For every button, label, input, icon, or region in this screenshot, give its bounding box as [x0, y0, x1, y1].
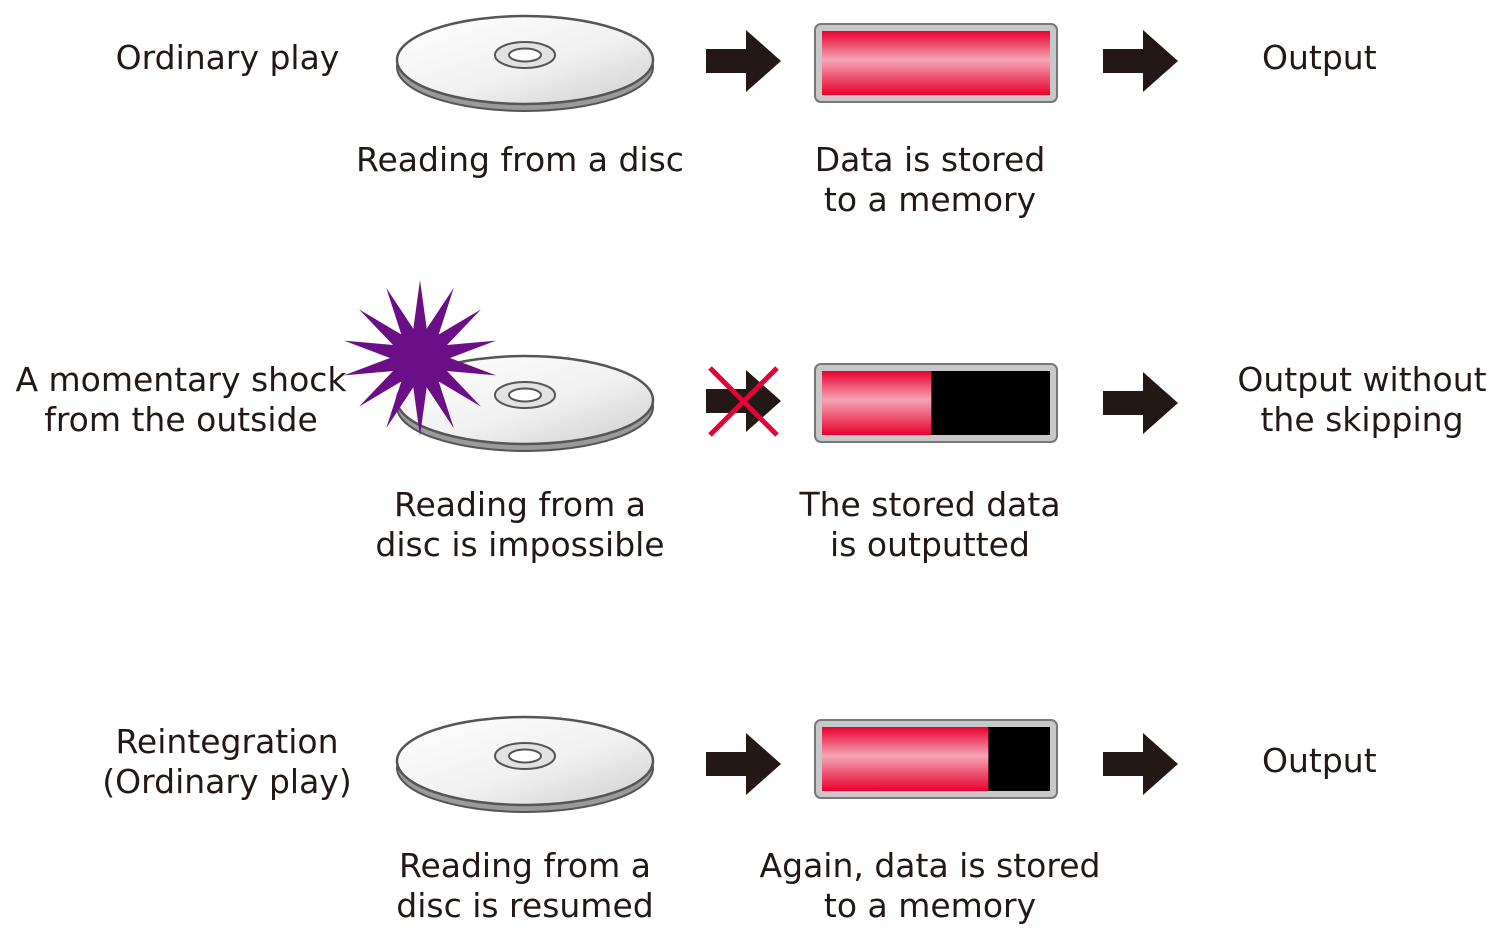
memory-bar-icon	[814, 23, 1058, 103]
stage-label: A momentary shock from the outside	[15, 360, 347, 439]
arrow-right-icon	[1103, 733, 1178, 795]
arrow-right-icon	[706, 30, 781, 92]
arrow-right-icon	[706, 733, 781, 795]
output-label: Output without the skipping	[1237, 360, 1487, 439]
output-label: Output	[1262, 38, 1377, 77]
disc-icon	[395, 354, 655, 452]
shock-burst-icon	[344, 280, 496, 436]
disc-caption: Reading from a disc is resumed	[396, 846, 654, 925]
arrow-right-icon	[1103, 372, 1178, 434]
memory-caption: Data is stored to a memory	[814, 140, 1046, 219]
memory-bar-icon	[814, 719, 1058, 799]
stage-label: Reintegration (Ordinary play)	[102, 722, 352, 801]
disc-icon	[395, 14, 655, 112]
disc-icon	[395, 715, 655, 813]
stage-label: Ordinary play	[115, 38, 340, 77]
memory-bar-icon	[814, 363, 1058, 443]
memory-caption: Again, data is stored to a memory	[759, 846, 1101, 925]
disc-caption: Reading from a disc is impossible	[375, 485, 665, 564]
output-label: Output	[1262, 741, 1377, 780]
cross-icon	[708, 366, 779, 437]
arrow-right-icon	[1103, 30, 1178, 92]
memory-caption: The stored data is outputted	[799, 485, 1061, 564]
disc-caption: Reading from a disc	[356, 140, 684, 179]
